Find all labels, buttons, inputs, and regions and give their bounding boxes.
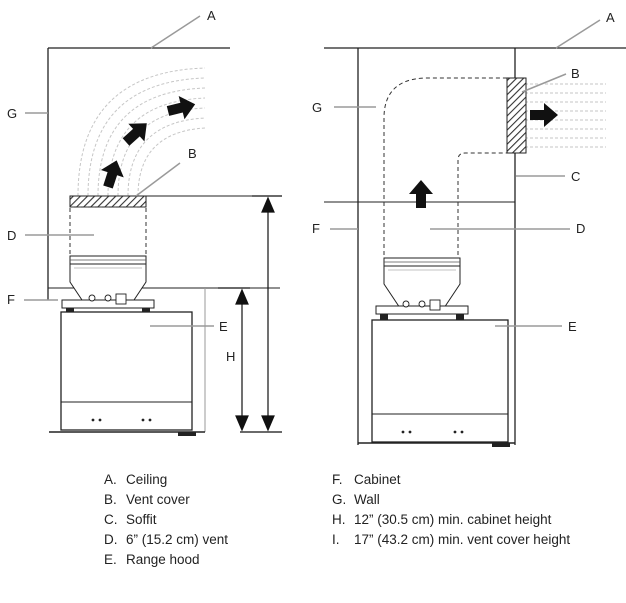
- legend-text: Soffit: [126, 512, 157, 527]
- legend-item: G. Wall: [332, 490, 622, 510]
- legend-text: 12” (30.5 cm) min. cabinet height: [354, 512, 552, 527]
- left-callout-a: A: [207, 8, 216, 23]
- legend-key: E.: [104, 552, 117, 567]
- legend-item: C. Soffit: [104, 510, 304, 530]
- right-callout-e: E: [568, 319, 577, 334]
- airflow-arrow-3: [166, 95, 196, 120]
- legend-key: A.: [104, 472, 117, 487]
- legend-item: E. Range hood: [104, 550, 304, 570]
- left-callout-h: H: [226, 349, 235, 364]
- legend-key: H.: [332, 512, 346, 527]
- legend-key: D.: [104, 532, 118, 547]
- legend-item: A. Ceiling: [104, 470, 304, 490]
- right-hood-controls: [401, 430, 464, 434]
- right-callout-d: D: [576, 221, 585, 236]
- legend-right: F. Cabinet G. Wall H. 12” (30.5 cm) min. ca…: [332, 470, 622, 550]
- left-hood-chimney: [61, 255, 155, 314]
- left-hood-controls: [91, 418, 152, 422]
- right-airflow-arrow-up: [409, 180, 433, 208]
- right-range-hood: [371, 319, 509, 443]
- legend-item: F. Cabinet: [332, 470, 622, 490]
- left-callout-b: B: [188, 146, 197, 161]
- right-callout-c: C: [571, 169, 580, 184]
- right-hood-chimney: [375, 257, 469, 320]
- legend-text: Wall: [354, 492, 380, 507]
- left-callout-e: E: [219, 319, 228, 334]
- left-callout-d: D: [7, 228, 16, 243]
- legend-text: 6” (15.2 cm) vent: [126, 532, 229, 547]
- legend-item: H. 12” (30.5 cm) min. cabinet height: [332, 510, 622, 530]
- left-range-hood: [60, 311, 193, 431]
- legend-item: D. 6” (15.2 cm) vent: [104, 530, 304, 550]
- legend-key: G.: [332, 492, 347, 507]
- right-callout-a: A: [606, 10, 615, 25]
- right-vent-cover: [506, 77, 527, 154]
- right-callout-b: B: [571, 66, 580, 81]
- left-vent-duct: [69, 206, 147, 257]
- right-duct-elbow: [383, 77, 508, 262]
- left-dimension-i: [240, 195, 282, 433]
- right-callout-g: G: [312, 100, 322, 115]
- right-installation: A B G C F D E: [312, 10, 626, 447]
- left-leader-lines: [24, 15, 214, 327]
- legend-text: Cabinet: [354, 472, 401, 487]
- left-callout-g: G: [7, 106, 17, 121]
- right-callout-f: F: [312, 221, 320, 236]
- installation-diagram: A G B D F E H: [7, 8, 626, 447]
- legend-key: F.: [332, 472, 343, 487]
- legend-key: C.: [104, 512, 118, 527]
- legend-left: A. Ceiling B. Vent cover C. Soffit D. 6” (15…: [104, 470, 304, 570]
- legend-key: B.: [104, 492, 117, 507]
- right-duct-elbow-inner: [457, 152, 508, 262]
- right-airflow-lines: [525, 83, 606, 148]
- legend-key: I.: [332, 532, 340, 547]
- left-vent-cover: [69, 195, 147, 208]
- legend-text: Vent cover: [126, 492, 190, 507]
- right-leader-lines: [330, 19, 601, 327]
- airflow-arrow-1: [100, 160, 124, 189]
- right-airflow-arrow-out: [530, 103, 558, 127]
- left-installation: A G B D F E H: [7, 8, 282, 436]
- left-airflow-arrows: [100, 95, 196, 189]
- legend-text: Range hood: [126, 552, 200, 567]
- legend-item: B. Vent cover: [104, 490, 304, 510]
- legend-text: 17” (43.2 cm) min. vent cover height: [354, 532, 571, 547]
- left-dimension-h: [218, 287, 250, 432]
- legend-text: Ceiling: [126, 472, 168, 487]
- airflow-arrow-2: [122, 123, 147, 146]
- left-callout-f: F: [7, 292, 15, 307]
- legend-item: I. 17” (43.2 cm) min. vent cover height: [332, 530, 622, 550]
